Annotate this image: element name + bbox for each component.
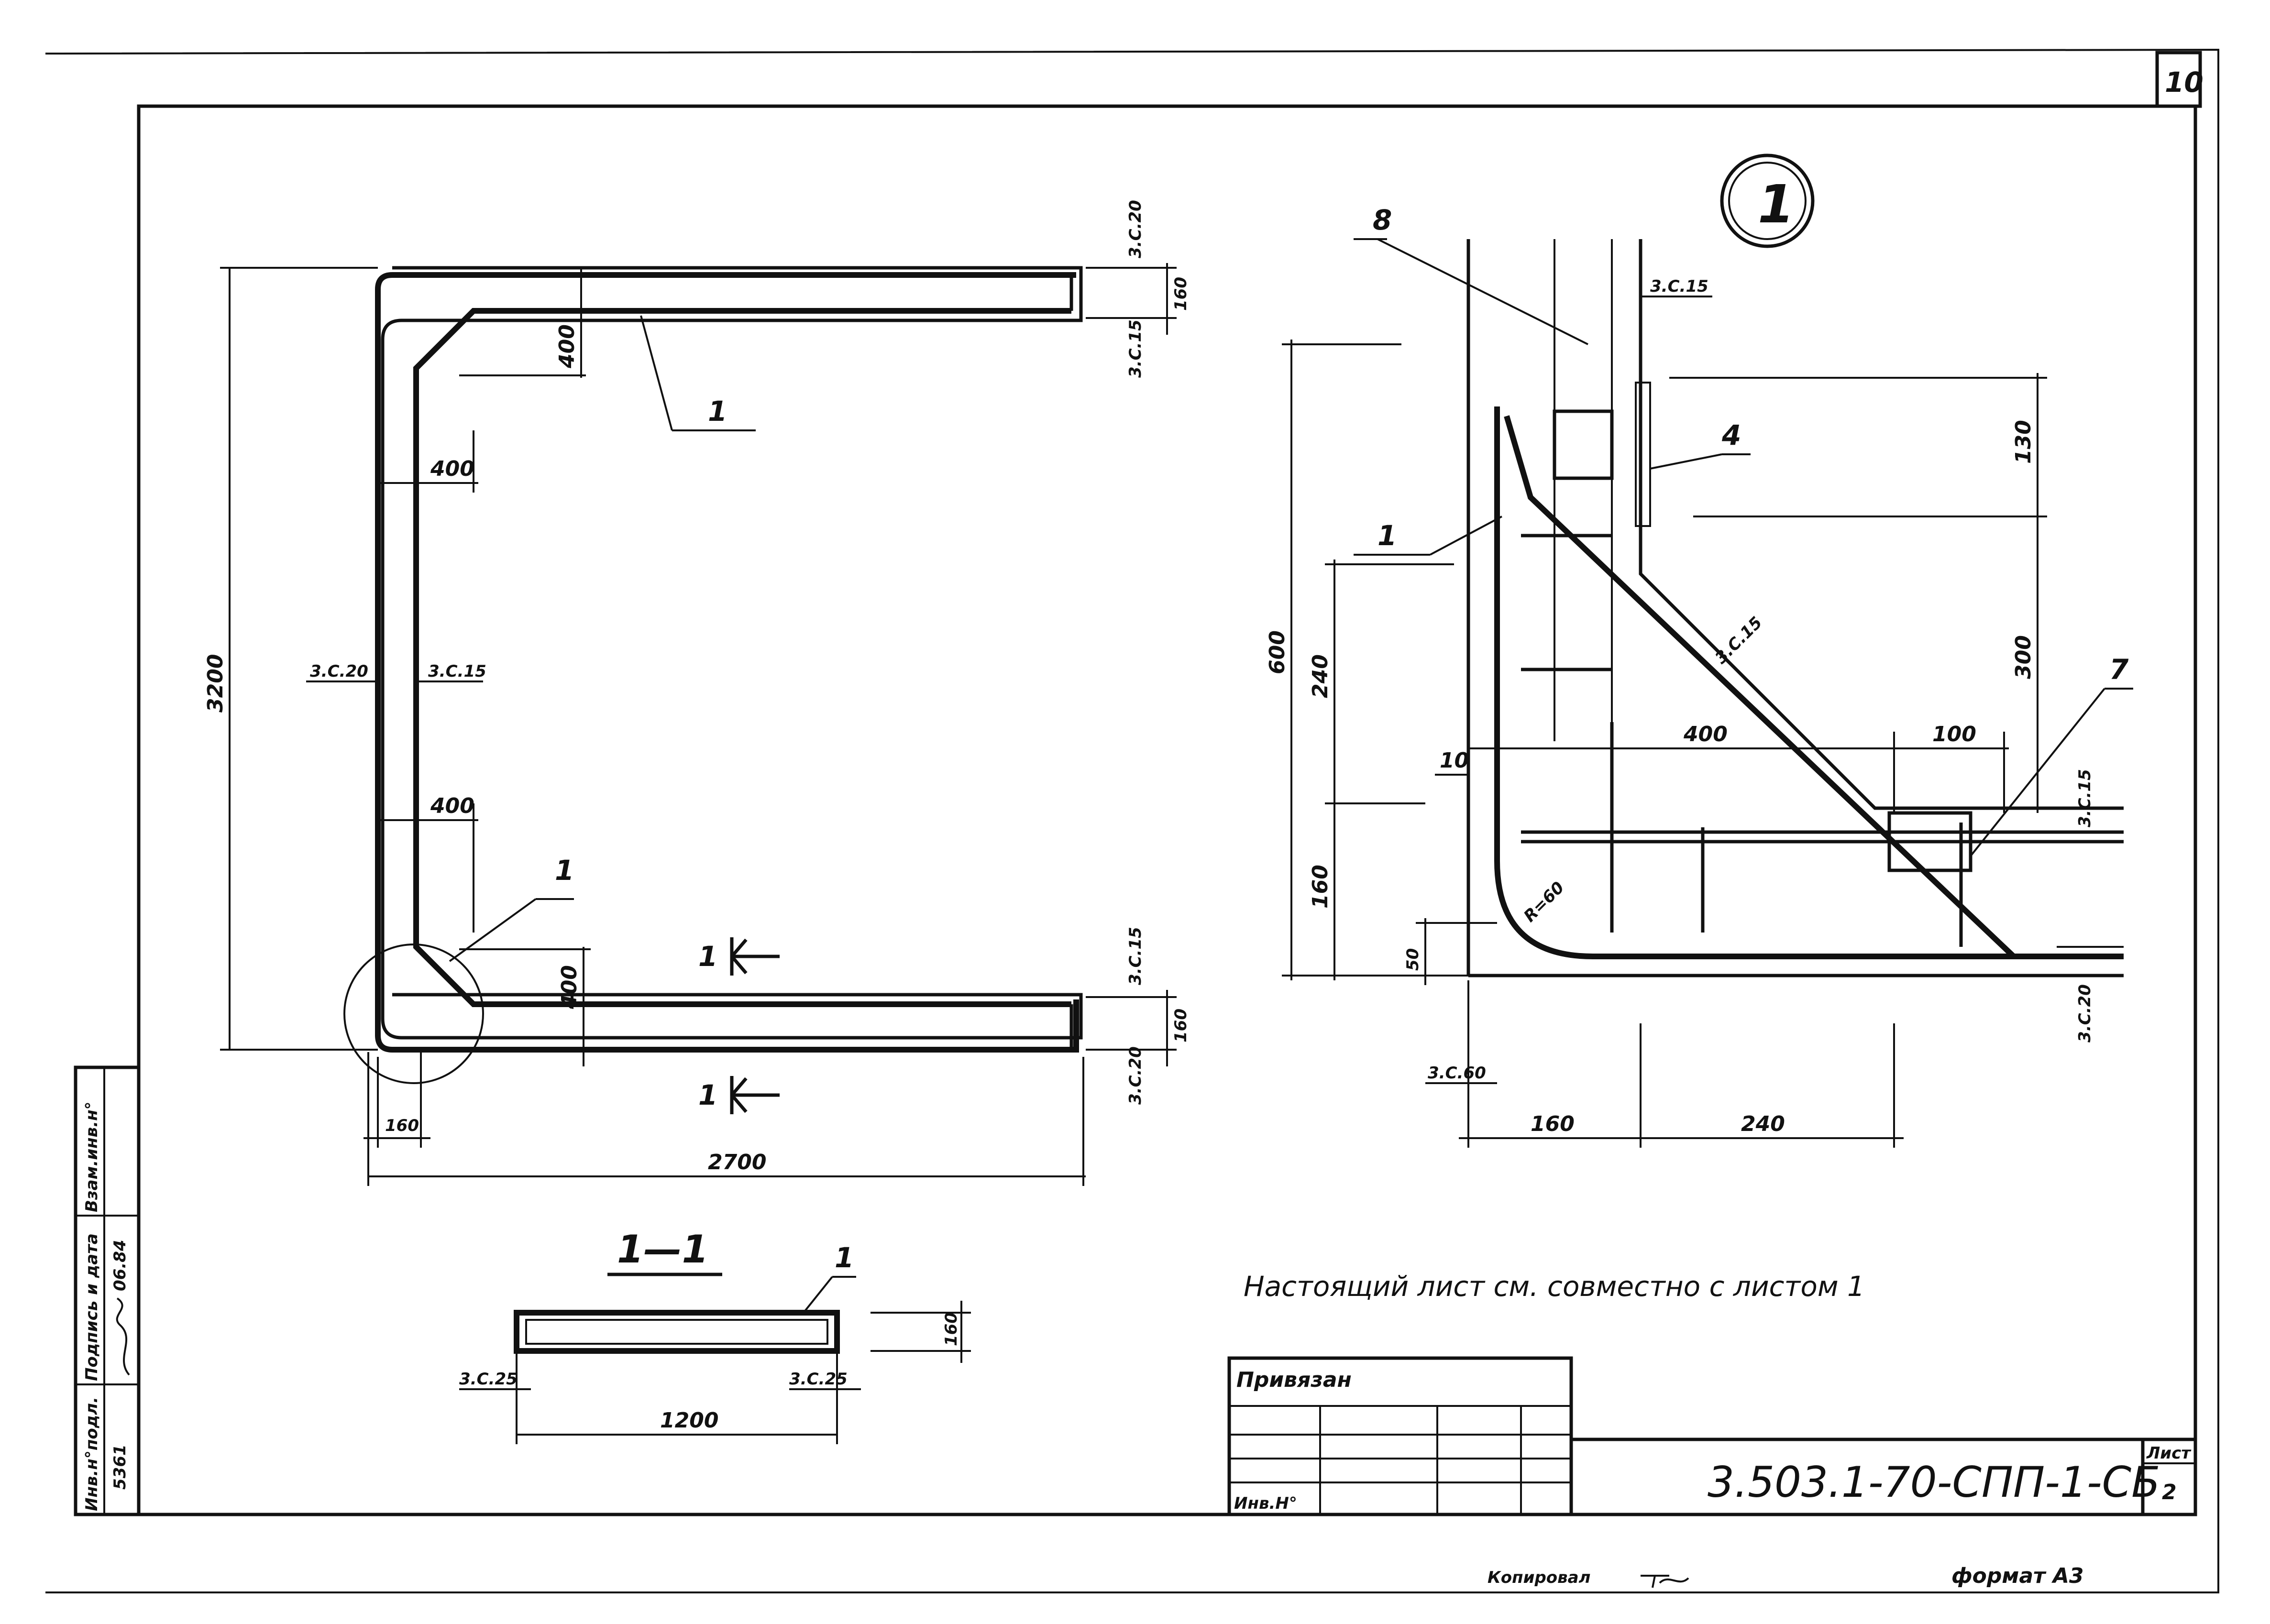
detail-cover-3c60: 3.С.60 [1428,1064,1486,1083]
detail-pos-7: 7 [2109,653,2129,686]
plan-dim-160-bottom: 160 [1171,1009,1190,1042]
plan-cover-3c20-bottom: 3.С.20 [1126,1046,1145,1105]
section-pos-1: 1 [835,1241,854,1274]
stamp-inv-value: 5361 [110,1444,130,1490]
detail-pos-1: 1 [1377,519,1397,552]
detail-cover-3c15-right: 3.С.15 [2075,769,2094,827]
detail-dim-160-left: 160 [1308,865,1333,909]
plan-dim-160-top: 160 [1171,277,1190,311]
plan-section-mark-top: 1 [698,940,717,973]
title-block: Привязан Инв.Н° 3.503.1-70-СПП-1-СБ Лист… [1227,1356,2195,1516]
detail-cover-3c20-right: 3.С.20 [2075,984,2094,1042]
detail-callout-circle [343,944,484,1084]
plan-cover-3c15-top: 3.С.15 [1126,319,1145,378]
detail-dim-240-bottom: 240 [1741,1112,1785,1136]
detail-pos-4: 4 [1721,419,1741,451]
stamp-podpis-data: Подпись и дата [82,1233,101,1381]
side-stamp: Взам.инв.н° Подпись и дата Инв.н°подл. 5… [74,1065,141,1516]
title-list-no: 2 [2162,1480,2177,1504]
plan-dim-400-top-vert: 400 [555,324,579,369]
plan-dim-400-top-horiz: 400 [430,457,474,481]
stamp-inv-podl: Инв.н°подл. [82,1397,101,1511]
sheet-frame: 10 [45,48,2219,1593]
sheet-number-corner: 10 [2165,66,2204,99]
title-list-label: Лист [2146,1444,2192,1463]
stamp-date-value: 06.84 [110,1240,130,1291]
sheet-note: Настоящий лист см. совместно с листом 1 [1244,1270,1865,1303]
stamp-signature [116,1297,130,1376]
plan-dim-overall-height: 3200 [203,654,228,713]
detail-number: 1 [1758,174,1795,235]
plan-cover-3c20-top: 3.С.20 [1126,200,1145,258]
plan-dim-overall-width: 2700 [708,1150,766,1174]
detail-cover-3c15-top: 3.С.15 [1650,277,1708,296]
plan-dim-160-left: 160 [385,1116,419,1135]
section-cover-left: 3.С.25 [459,1370,518,1389]
title-inv-no: Инв.Н° [1234,1494,1297,1513]
detail-dim-400: 400 [1683,722,1728,746]
plan-view: 3200 2700 160 400 400 400 400 160 3.С.20… [203,200,1190,1186]
plan-dim-400-bottom-horiz: 400 [430,794,474,818]
detail-dim-300: 300 [2011,635,2036,679]
plan-pos-1-bottom: 1 [555,854,574,887]
title-code: 3.503.1-70-СПП-1-СБ [1708,1458,2160,1507]
plan-cover-3c15-bottom: 3.С.15 [1126,927,1145,985]
footer-copied: Копировал [1488,1568,1591,1587]
plan-cover-3c20-left: 3.С.20 [310,662,368,681]
plan-section-mark-bottom: 1 [698,1079,717,1111]
detail-dim-600: 600 [1265,630,1289,674]
detail-dim-130: 130 [2011,420,2036,464]
footer-signature [1641,1575,1689,1588]
title-privyazan: Привязан [1236,1368,1352,1392]
detail-pos-10: 10 [1440,748,1469,773]
detail-1: 1 600 240 160 50 [1265,154,2133,1148]
detail-dim-100: 100 [1932,722,1976,746]
detail-pos-8: 8 [1373,204,1392,236]
footer-format: формат А3 [1951,1564,2084,1588]
section-dim-height: 160 [942,1312,961,1346]
plan-cover-3c15-left: 3.С.15 [428,662,486,681]
stamp-vzam-inv: Взам.инв.н° [82,1101,101,1212]
section-1-1: 1—1 1 1200 160 3.С.25 3.С.25 [459,1227,971,1444]
detail-radius: R=60 [1520,878,1568,926]
detail-cover-3c15-diag: 3.С.15 [1711,613,1766,668]
section-dim-width: 1200 [660,1408,718,1433]
section-title: 1—1 [617,1227,708,1272]
detail-dim-160-bottom: 160 [1531,1112,1575,1136]
detail-dim-240-left: 240 [1308,654,1333,698]
plan-dim-400-bottom-vert: 400 [557,965,582,1010]
detail-dim-50: 50 [1403,948,1422,971]
section-cover-right: 3.С.25 [789,1370,848,1389]
plan-pos-1-top: 1 [708,395,727,428]
